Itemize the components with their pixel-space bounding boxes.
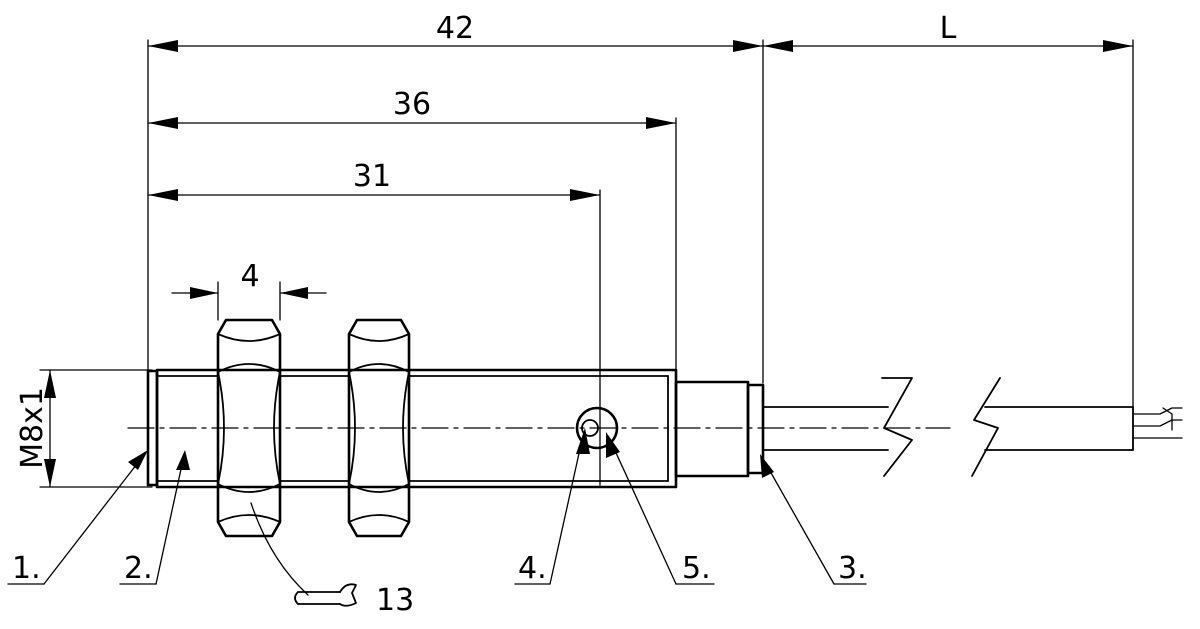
callout-2: 2. xyxy=(119,450,190,586)
wrench-icon xyxy=(294,583,357,607)
callout-5-label: 5. xyxy=(682,551,711,586)
dimension-thread-size: M8x1 xyxy=(15,369,56,488)
dimension-cable-length: L xyxy=(762,11,1134,52)
dimension-M8x1-label: M8x1 xyxy=(15,387,50,469)
callout-2-label: 2. xyxy=(124,551,153,586)
callout-3: 3. xyxy=(760,454,867,586)
led-indicator xyxy=(575,406,619,450)
cable-gland xyxy=(746,383,765,475)
wrench-size-label: 13 xyxy=(376,583,414,618)
dimension-body-length: 36 xyxy=(147,87,677,129)
callout-4-label: 4. xyxy=(518,551,547,586)
dimension-L-label: L xyxy=(940,11,957,46)
callout-3-label: 3. xyxy=(838,551,867,586)
callout-wrench: 13 xyxy=(250,502,414,618)
callout-1-label: 1. xyxy=(12,551,41,586)
dimension-nut-thickness: 4 xyxy=(171,259,327,299)
dimension-4-label: 4 xyxy=(240,259,259,294)
callout-1: 1. xyxy=(7,450,148,586)
extension-lines xyxy=(39,39,1134,488)
callout-4: 4. xyxy=(514,428,590,586)
dimension-36-label: 36 xyxy=(393,87,431,122)
dimension-31-label: 31 xyxy=(353,159,391,194)
dimension-42-label: 42 xyxy=(436,11,474,46)
sensor-body xyxy=(146,368,765,489)
dimension-overall-length: 42 xyxy=(147,11,764,52)
callout-5: 5. xyxy=(606,432,715,586)
dimension-threaded-length: 31 xyxy=(147,159,601,201)
rear-housing xyxy=(674,380,750,478)
cable xyxy=(762,377,1183,477)
